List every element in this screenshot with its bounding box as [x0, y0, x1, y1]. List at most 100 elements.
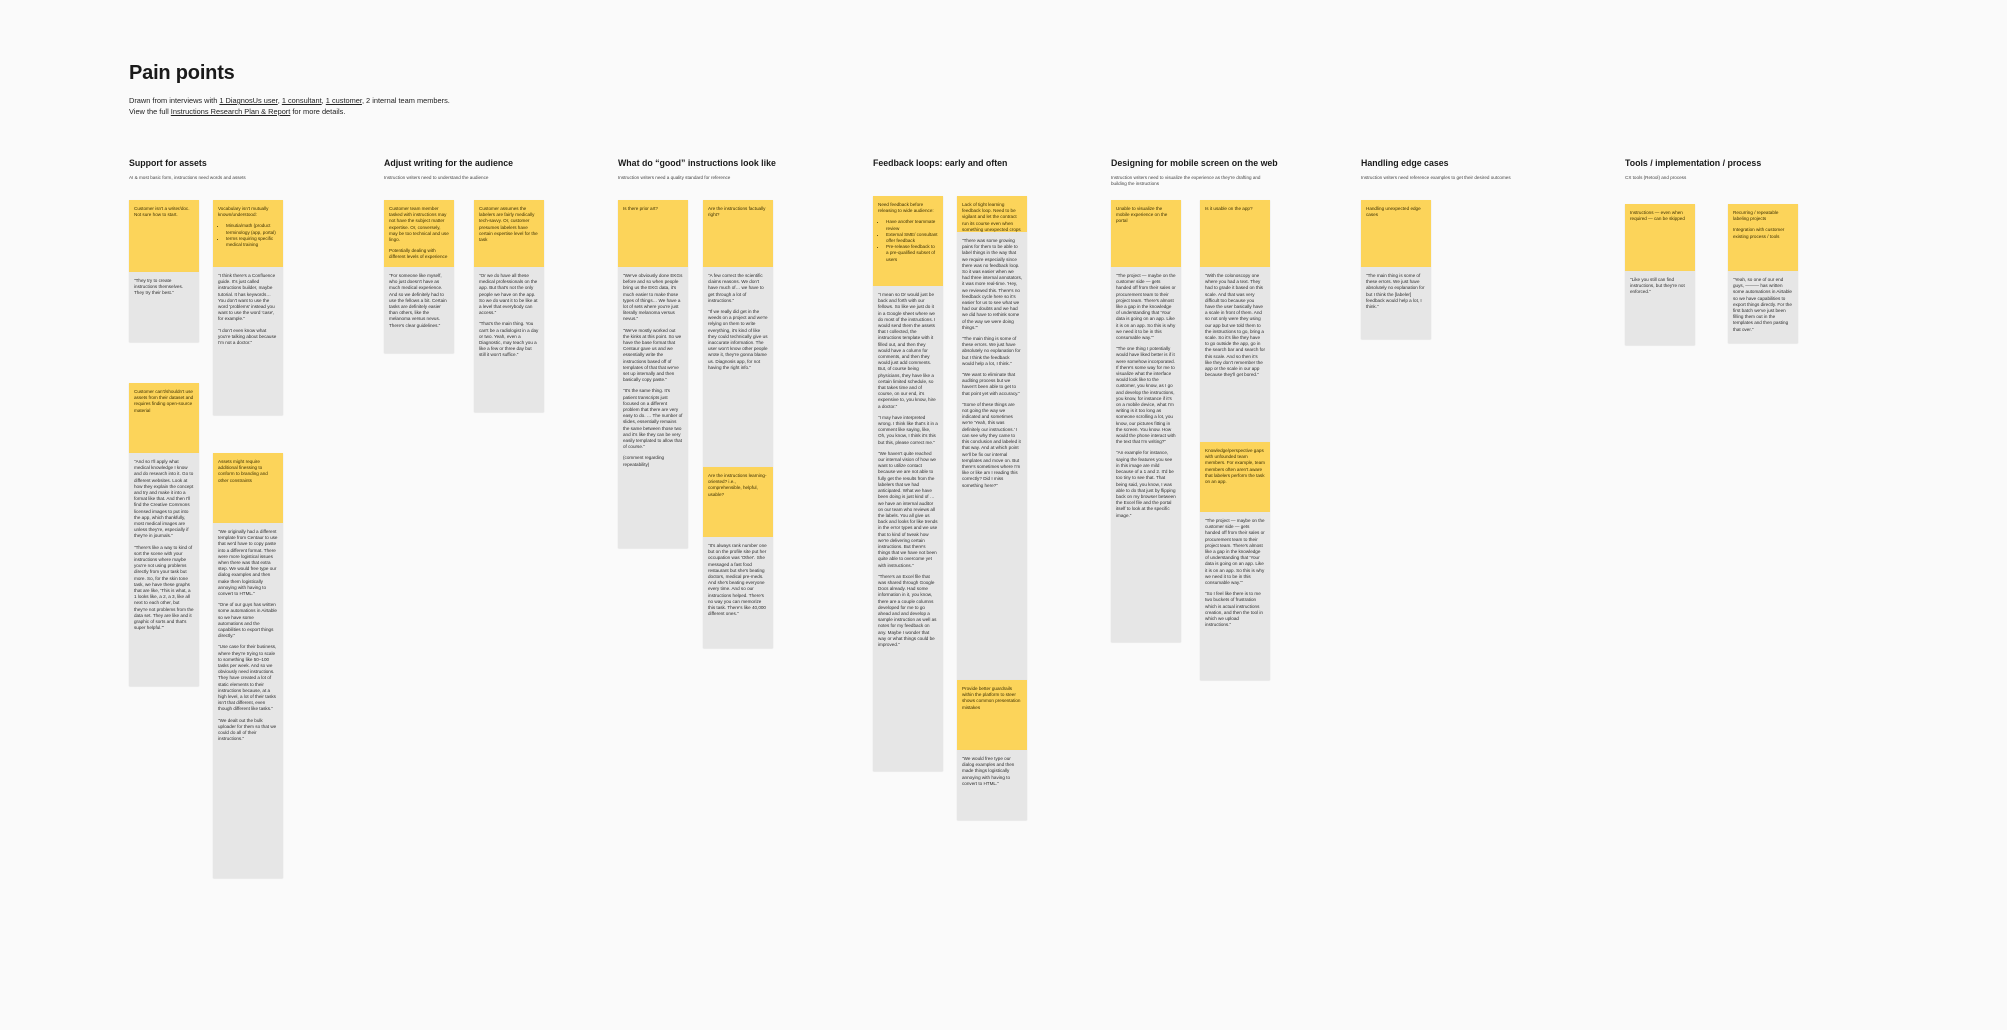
sticky-note-quote[interactable]: "I mean so Dr would just be back and for…: [873, 286, 943, 771]
note-text: "We would free type our dialog examples …: [962, 756, 1015, 786]
sticky-note-quote[interactable]: "The project — maybe on the customer sid…: [1200, 512, 1270, 680]
link-diagnosus-user[interactable]: 1 DiagnosUs user: [219, 96, 278, 105]
note-text: "One of our guys has written some automa…: [218, 602, 277, 639]
sticky-note-pain-point[interactable]: Is there prior art?: [618, 200, 688, 267]
note-text: "We originally had a different template …: [218, 529, 278, 597]
note-bullet: Pre-release feedback to a pre-qualified …: [886, 244, 938, 263]
intro-line-1: Drawn from interviews with 1 DiagnosUs u…: [129, 96, 450, 107]
intro-prefix: View the full: [129, 106, 171, 116]
note-bullet: External SME/ consultant offer feedback: [886, 232, 938, 244]
sticky-note-quote[interactable]: "Like you still can find instructions, b…: [1625, 271, 1695, 345]
column-subtitle: Instruction writers need a quality stand…: [618, 175, 731, 180]
note-text: Are the instructions learning-oriented? …: [708, 473, 767, 497]
sticky-note-pain-point[interactable]: Provide better guardrails within the pla…: [957, 680, 1027, 750]
note-bullet: terms requiring specific medical trainin…: [226, 236, 278, 248]
note-bullet-list: Have another teammate reviewExternal SME…: [878, 219, 938, 262]
sticky-note-pain-point[interactable]: Are the instructions factually right?: [703, 200, 773, 267]
sticky-note-pain-point[interactable]: Knowledge/perspective gaps with unfounde…: [1200, 442, 1270, 512]
column-subtitle: Instruction writers need to understand t…: [384, 175, 489, 180]
column-subtitle: CX tools (Retool) and process: [1625, 175, 1687, 180]
note-text: "The main thing is some of these errors.…: [1366, 273, 1425, 310]
note-text: "I don't even know what you're talking a…: [218, 327, 277, 346]
sticky-note-pain-point[interactable]: Vocabulary isn't mutually known/understo…: [213, 200, 283, 267]
column-heading: Tools / implementation / process: [1625, 158, 1762, 168]
note-text: "We dealt out the bulk uploader for them…: [218, 717, 277, 742]
column-heading: Adjust writing for the audience: [384, 158, 514, 168]
note-text: "There's like a way to kind of sort the …: [134, 544, 194, 631]
sticky-note-pain-point[interactable]: Are the instructions learning-oriented? …: [703, 467, 773, 537]
sticky-note-quote[interactable]: "For someone like myself, who just doesn…: [384, 267, 454, 353]
note-text: "The project — maybe on the customer sid…: [1116, 273, 1176, 341]
sticky-note-quote[interactable]: "A few correct the scientific claims rea…: [703, 267, 773, 467]
column-heading: Support for assets: [129, 158, 207, 168]
note-text: "We want to eliminate that auditing proc…: [962, 372, 1020, 396]
link-consultant[interactable]: 1 consultant: [281, 96, 322, 105]
sticky-note-quote[interactable]: "We would free type our dialog examples …: [957, 750, 1027, 820]
column-heading: Designing for mobile screen on the web: [1111, 158, 1278, 168]
sticky-note-quote[interactable]: "There was some growing pains for them t…: [957, 232, 1027, 680]
sticky-note-quote[interactable]: "We've obviously done EKGs before and so…: [618, 267, 688, 548]
note-text: "So I feel like there is to me two bucke…: [1205, 591, 1263, 628]
intro-sep: ,: [277, 96, 282, 105]
note-text: "Some of these things are not going the …: [962, 401, 1021, 488]
sticky-note-quote[interactable]: "And so I'll apply what medical knowledg…: [129, 453, 199, 686]
note-text: "We've mostly worked out the kinks at th…: [623, 327, 682, 383]
note-text: Customer assumes the labelers are fairly…: [479, 206, 538, 243]
sticky-note-quote[interactable]: "They try to create instructions themsel…: [129, 272, 199, 342]
note-text: "Like you still can find instructions, b…: [1630, 277, 1685, 295]
sticky-note-quote[interactable]: "We originally had a different template …: [213, 523, 283, 878]
sticky-note-quote[interactable]: "Yeah, so one of our end guys, ——— has w…: [1728, 271, 1798, 343]
link-research-plan[interactable]: Instructions Research Plan & Report: [170, 106, 291, 116]
note-text: Instructions — even when required — can …: [1630, 210, 1685, 222]
note-bullet: Have another teammate review: [886, 219, 938, 231]
note-text: "I think there's a Confluence guide. It'…: [218, 273, 276, 322]
note-text: "They try to create instructions themsel…: [134, 278, 184, 296]
sticky-note-quote[interactable]: "It's always rank number one but on the …: [703, 537, 773, 648]
note-text: Provide better guardrails within the pla…: [962, 686, 1021, 710]
note-text: Potentially dealing with different level…: [389, 248, 448, 260]
note-text: Assets might require additional finessin…: [218, 459, 268, 483]
note-text: "I may have interpreted wrong. I think l…: [878, 414, 938, 445]
intro-prefix: Drawn from interviews with: [129, 96, 220, 105]
sticky-note-pain-point[interactable]: Need feedback before releasing to wide a…: [873, 196, 943, 286]
note-text: "There was some growing pains for them t…: [962, 238, 1023, 330]
note-text: "The one thing I potentially would have …: [1116, 346, 1176, 445]
sticky-note-pain-point[interactable]: Instructions — even when required — can …: [1625, 204, 1695, 271]
sticky-note-quote[interactable]: "With the colonoscopy one where you had …: [1200, 267, 1270, 442]
note-text: "A few correct the scientific claims rea…: [708, 273, 764, 303]
note-bullet-list: Minutia/math (product terminology (app, …: [218, 223, 278, 248]
note-text: Are the instructions factually right?: [708, 206, 766, 218]
note-text: Is it usable on the app?: [1205, 206, 1253, 211]
sticky-note-quote[interactable]: "I think there's a Confluence guide. It'…: [213, 267, 283, 415]
sticky-note-pain-point[interactable]: Customer assumes the labelers are fairly…: [474, 200, 544, 267]
sticky-note-pain-point[interactable]: Customer can't/shouldn't use assets from…: [129, 383, 199, 453]
sticky-note-pain-point[interactable]: Recurring / repeatable labeling projects…: [1728, 204, 1798, 271]
note-text: Vocabulary isn't mutually known/understo…: [218, 206, 269, 218]
note-text: "We haven't quite reached our internal v…: [878, 450, 938, 568]
sticky-note-quote[interactable]: "The project — maybe on the customer sid…: [1111, 267, 1181, 642]
note-text: Handling unexpected edge cases: [1366, 206, 1421, 218]
sticky-note-pain-point[interactable]: Handling unexpected edge cases: [1361, 200, 1431, 267]
sticky-note-quote[interactable]: "The main thing is some of these errors.…: [1361, 267, 1431, 339]
intro-suffix: for more details.: [290, 106, 346, 116]
sticky-note-pain-point[interactable]: Lack of tight learning feedback loop. Ne…: [957, 196, 1027, 232]
sticky-note-pain-point[interactable]: Customer isn't a writer/doc. Not sure ho…: [129, 200, 199, 272]
intro-line-2: View the full Instructions Research Plan…: [129, 107, 450, 118]
column-heading: Feedback loops: early and often: [873, 158, 1008, 168]
sticky-note-pain-point[interactable]: Is it usable on the app?: [1200, 200, 1270, 267]
note-text: "We've obviously done EKGs before and so…: [623, 273, 683, 322]
note-text: (comment regarding repeatability): [623, 455, 665, 467]
link-customer[interactable]: 1 customer: [325, 96, 362, 105]
note-text: "For someone like myself, who just doesn…: [389, 273, 447, 328]
note-bullet: Minutia/math (product terminology (app, …: [226, 223, 278, 235]
note-text: "The project — maybe on the customer sid…: [1205, 518, 1265, 586]
note-text: "The main thing is some of these errors.…: [962, 336, 1021, 366]
note-text: "It's the same thing. It's patient trans…: [623, 388, 683, 450]
note-text: Customer can't/shouldn't use assets from…: [134, 389, 194, 413]
sticky-note-pain-point[interactable]: Unable to visualize the mobile experienc…: [1111, 200, 1181, 267]
sticky-note-pain-point[interactable]: Customer team member tasked with instruc…: [384, 200, 454, 267]
sticky-note-pain-point[interactable]: Assets might require additional finessin…: [213, 453, 283, 523]
sticky-note-quote[interactable]: "Or we do have all these medical profess…: [474, 267, 544, 412]
note-text: Unable to visualize the mobile experienc…: [1116, 206, 1168, 224]
note-text: Customer isn't a writer/doc. Not sure ho…: [134, 206, 190, 218]
